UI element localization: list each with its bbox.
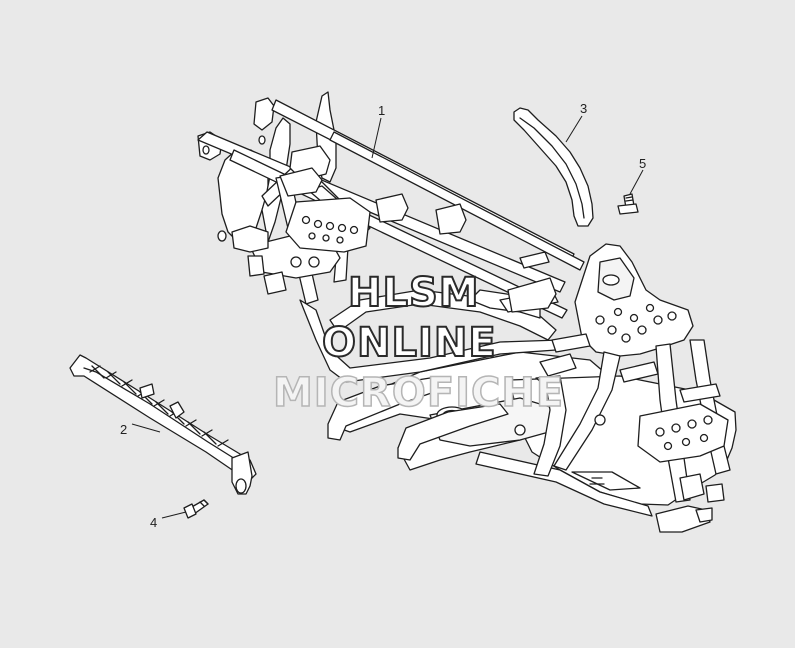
- callout-3: 3: [580, 101, 588, 116]
- callout-4: 4: [150, 515, 158, 530]
- leader-line-1: [371, 117, 382, 159]
- callout-2: 2: [120, 422, 128, 437]
- main-frame-part[interactable]: [197, 91, 737, 533]
- leader-line-2: [131, 423, 161, 433]
- side-rail-part[interactable]: [69, 354, 257, 495]
- bolt-part-4[interactable]: [183, 499, 209, 519]
- callout-1: 1: [378, 103, 386, 118]
- bolt-part-5[interactable]: [617, 193, 639, 215]
- leader-line-4: [161, 511, 187, 519]
- watermark-line-2: ONLINE: [321, 319, 497, 367]
- callout-5: 5: [639, 156, 647, 171]
- leader-line-5: [629, 169, 644, 195]
- watermark-line-1: HLSM: [347, 269, 480, 317]
- curved-brace-part[interactable]: [513, 107, 594, 227]
- leader-line-3: [565, 115, 583, 143]
- watermark-line-3: MICROFICHE: [272, 369, 565, 417]
